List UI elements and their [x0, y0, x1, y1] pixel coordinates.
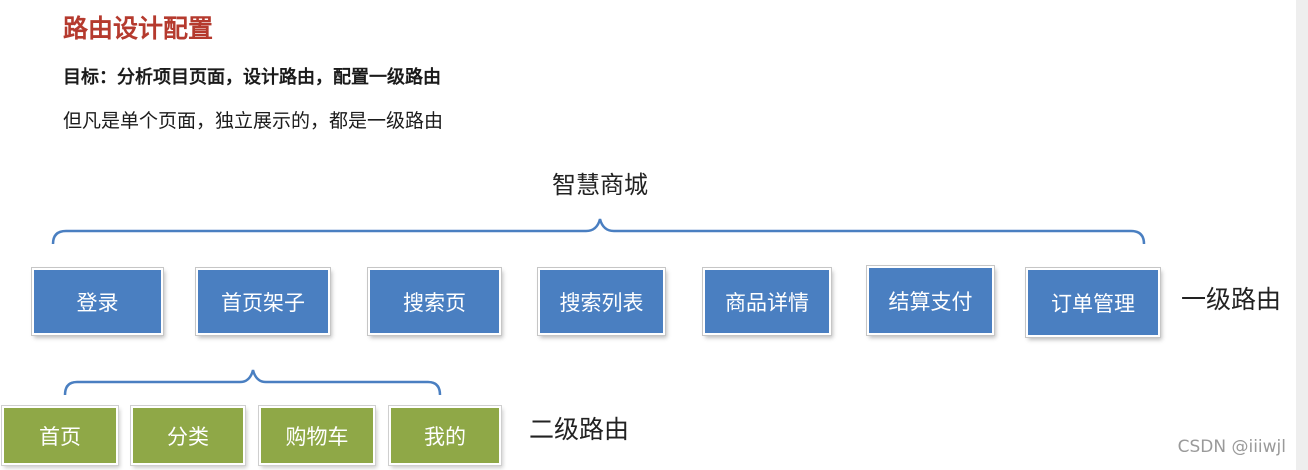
- route-node-home-layout: 首页架子: [196, 268, 330, 335]
- level2-brace: [63, 369, 442, 396]
- route-node-product-detail: 商品详情: [703, 268, 831, 335]
- slide-edge-shade: [1296, 0, 1308, 470]
- route-node-search: 搜索页: [368, 268, 501, 335]
- route-node-cart: 购物车: [259, 406, 375, 465]
- watermark: CSDN @iiiwjl: [1177, 437, 1286, 457]
- root-node-label: 智慧商城: [552, 171, 648, 199]
- route-node-mine: 我的: [389, 406, 501, 465]
- page-title: 路由设计配置: [63, 14, 214, 43]
- route-node-login: 登录: [32, 268, 163, 335]
- route-node-home: 首页: [2, 406, 118, 465]
- level1-brace: [51, 218, 1146, 245]
- level1-label: 一级路由: [1181, 285, 1282, 314]
- route-node-search-list: 搜索列表: [538, 268, 665, 335]
- level2-label: 二级路由: [529, 415, 630, 444]
- note-text: 但凡是单个页面，独立展示的，都是一级路由: [63, 110, 444, 132]
- route-node-category: 分类: [131, 406, 245, 465]
- route-node-checkout: 结算支付: [867, 266, 994, 335]
- route-node-orders: 订单管理: [1026, 268, 1160, 337]
- goal-text: 目标：分析项目页面，设计路由，配置一级路由: [63, 67, 441, 88]
